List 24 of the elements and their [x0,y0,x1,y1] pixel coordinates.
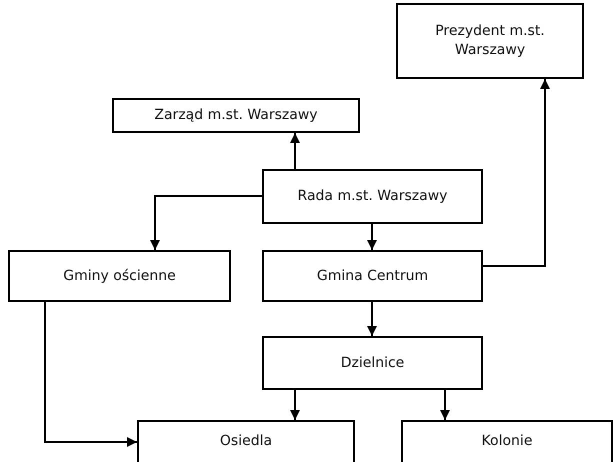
org-box [396,3,584,79]
org-box [262,169,483,224]
arrow [483,79,550,267]
arrow [44,302,137,447]
box-label: Dzielnice [340,354,404,372]
org-box [262,250,483,302]
box-label: Gmina Centrum [316,266,428,286]
org-box [262,336,483,390]
box-label: Zarząd m.st. Warszawy [154,106,318,125]
org-box [8,250,231,302]
box-label: Osiedla [220,432,272,451]
arrow [290,133,300,169]
box-label: Kolonie [482,432,532,451]
arrow [440,390,450,420]
arrow [367,224,377,250]
arrow [367,302,377,336]
arrow [150,195,262,250]
box-label: Gminy ościenne [63,266,176,286]
box-label: Rada m.st. Warszawy [298,187,448,206]
org-box [112,98,360,133]
org-box [401,420,613,462]
box-label: Prezydent m.st. Warszawy [434,22,546,60]
org-box [137,420,355,462]
arrow [290,390,300,420]
